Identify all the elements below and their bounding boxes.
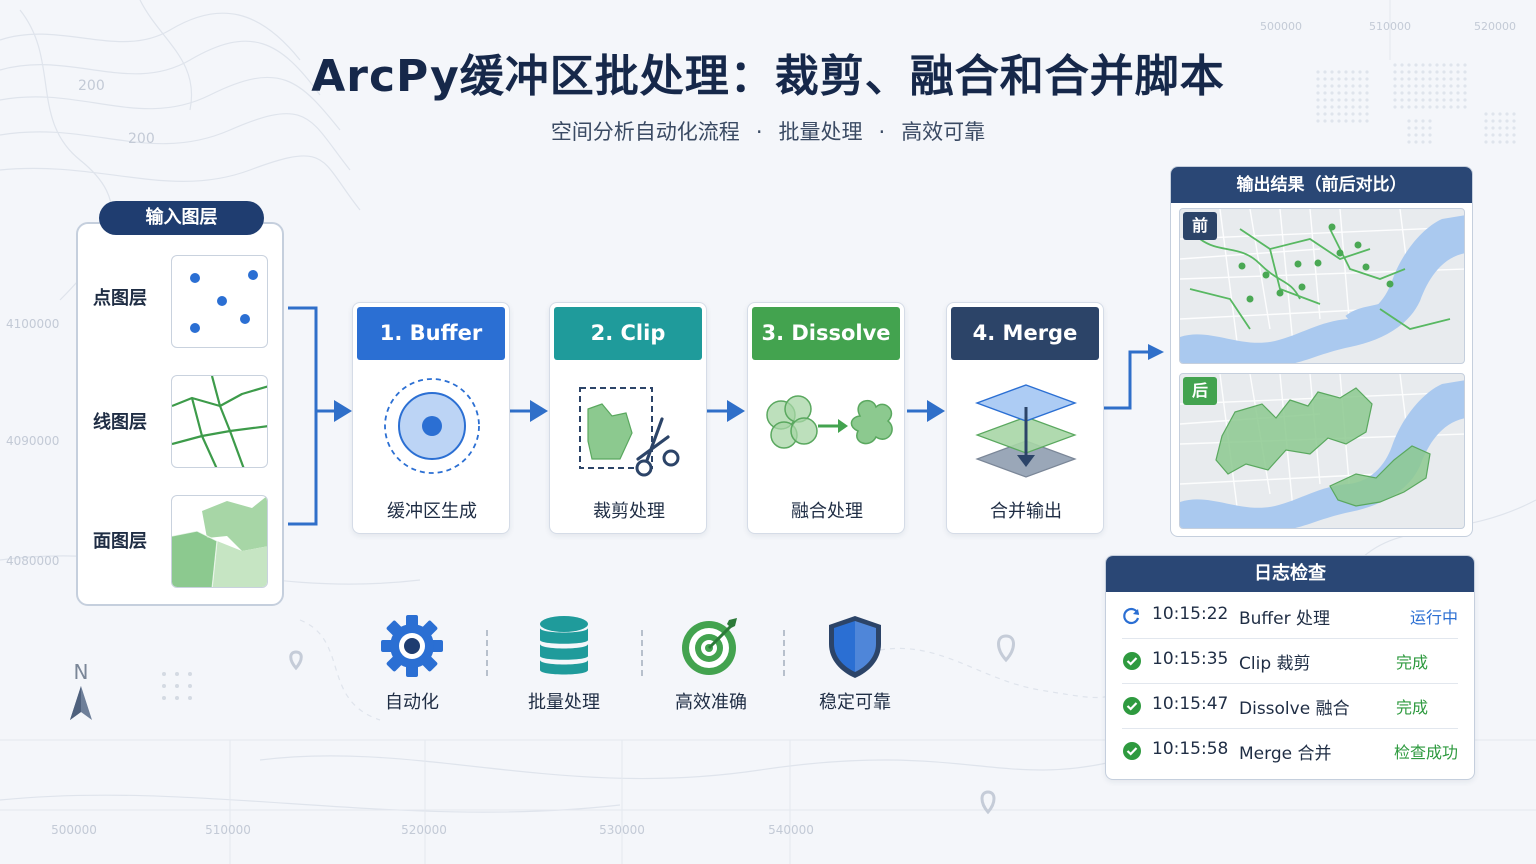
x-coordinate-label: 500000 xyxy=(51,823,97,837)
feature-divider xyxy=(486,630,488,676)
feature-batch: 批量处理 xyxy=(504,612,624,714)
north-arrow: N xyxy=(64,660,98,730)
step-card-dissolve[interactable]: 3. Dissolve 融合处理 xyxy=(747,302,905,534)
log-task: Clip 裁剪 xyxy=(1239,654,1311,674)
step-caption-buffer: 缓冲区生成 xyxy=(387,501,477,522)
log-row[interactable]: 10:15:35 Clip 裁剪 完成 xyxy=(1122,639,1458,684)
feature-label: 自动化 xyxy=(385,692,439,713)
check-circle-icon xyxy=(1123,652,1141,670)
scissors-clip-icon xyxy=(579,387,680,477)
top-coordinate-label: 510000 xyxy=(1369,20,1411,33)
log-status: 运行中 xyxy=(1409,608,1458,627)
x-coordinate-label: 530000 xyxy=(599,823,645,837)
map-before[interactable]: 前 xyxy=(1179,208,1465,364)
before-map-image xyxy=(1180,209,1464,363)
log-time: 10:15:47 xyxy=(1152,694,1229,714)
page-subtitle: 空间分析自动化流程 · 批量处理 · 高效可靠 xyxy=(0,116,1536,146)
line-layer-thumbnail[interactable] xyxy=(171,375,268,468)
line-layer-label: 线图层 xyxy=(93,412,147,433)
contour-label: 200 xyxy=(128,131,155,147)
feature-label: 稳定可靠 xyxy=(819,692,891,713)
log-task: Dissolve 融合 xyxy=(1239,699,1350,719)
shield-icon xyxy=(829,616,881,678)
subtitle-part-1: 空间分析自动化流程 xyxy=(550,120,740,144)
feature-label: 批量处理 xyxy=(528,692,600,713)
subtitle-part-2: 批量处理 xyxy=(778,120,863,144)
point-layer-icon xyxy=(190,270,258,333)
top-coordinate-label: 520000 xyxy=(1474,20,1516,33)
output-results-title: 输出结果（前后对比） xyxy=(1171,167,1472,203)
north-label: N xyxy=(73,660,89,684)
polygon-layer-icon xyxy=(172,496,267,587)
x-coordinate-label: 540000 xyxy=(768,823,814,837)
feature-divider xyxy=(783,630,785,676)
subtitle-separator: · xyxy=(878,120,886,144)
map-after[interactable]: 后 xyxy=(1179,373,1465,529)
y-coordinate-label: 4100000 xyxy=(6,317,59,331)
step-header-buffer: 1. Buffer xyxy=(357,307,505,360)
log-task: Buffer 处理 xyxy=(1239,609,1331,629)
point-layer-label: 点图层 xyxy=(93,288,147,309)
point-layer-thumbnail[interactable] xyxy=(171,255,268,348)
top-coordinate-label: 500000 xyxy=(1260,20,1302,33)
step-caption-clip: 裁剪处理 xyxy=(593,501,665,522)
dissolve-merge-icon xyxy=(766,395,893,449)
step-caption-merge: 合并输出 xyxy=(990,501,1062,522)
target-icon xyxy=(682,618,737,675)
feature-automation: 自动化 xyxy=(352,612,472,714)
line-layer-icon xyxy=(172,376,267,467)
step-header-dissolve: 3. Dissolve xyxy=(752,307,900,360)
log-check-title: 日志检查 xyxy=(1106,556,1474,592)
check-circle-icon xyxy=(1123,742,1141,760)
log-task: Merge 合并 xyxy=(1239,744,1332,764)
log-time: 10:15:35 xyxy=(1152,649,1229,669)
log-time: 10:15:22 xyxy=(1152,604,1229,624)
buffer-circle-icon xyxy=(384,378,480,474)
feature-accuracy: 高效准确 xyxy=(651,612,771,714)
gear-icon xyxy=(381,615,443,677)
log-row[interactable]: 10:15:22 Buffer 处理 运行中 xyxy=(1122,594,1458,639)
layers-stack-icon xyxy=(974,384,1078,478)
x-coordinate-label: 510000 xyxy=(205,823,251,837)
contour-label: 200 xyxy=(78,78,105,94)
subtitle-separator: · xyxy=(755,120,763,144)
step-caption-dissolve: 融合处理 xyxy=(791,501,863,522)
refresh-icon xyxy=(1123,607,1140,625)
step-header-merge: 4. Merge xyxy=(951,307,1099,360)
polygon-layer-label: 面图层 xyxy=(93,531,147,552)
database-icon xyxy=(540,616,588,675)
x-coordinate-label: 520000 xyxy=(401,823,447,837)
y-coordinate-label: 4090000 xyxy=(6,434,59,448)
after-badge: 后 xyxy=(1183,377,1217,405)
check-circle-icon xyxy=(1123,697,1141,715)
polygon-layer-thumbnail[interactable] xyxy=(171,495,268,588)
before-badge: 前 xyxy=(1183,212,1217,240)
log-check-panel: 日志检查 10:15:22 Buffer 处理 运行中 10:15:35 Cli… xyxy=(1105,555,1475,780)
log-status: 检查成功 xyxy=(1393,743,1458,762)
feature-stability: 稳定可靠 xyxy=(795,612,915,714)
subtitle-part-3: 高效可靠 xyxy=(901,120,986,144)
log-status: 完成 xyxy=(1395,653,1428,672)
step-card-clip[interactable]: 2. Clip 裁剪处理 xyxy=(549,302,707,534)
step-card-buffer[interactable]: 1. Buffer 缓冲区生成 xyxy=(352,302,510,534)
feature-divider xyxy=(641,630,643,676)
log-time: 10:15:58 xyxy=(1152,739,1229,759)
page-title: ArcPy缓冲区批处理：裁剪、融合和合并脚本 xyxy=(311,51,1225,102)
step-header-clip: 2. Clip xyxy=(554,307,702,360)
step-card-merge[interactable]: 4. Merge 合并输出 xyxy=(946,302,1104,534)
after-map-image xyxy=(1180,374,1464,528)
input-layers-title: 输入图层 xyxy=(99,201,264,235)
log-row[interactable]: 10:15:58 Merge 合并 检查成功 xyxy=(1122,729,1458,773)
feature-label: 高效准确 xyxy=(675,692,747,713)
north-arrow-icon xyxy=(70,686,92,720)
y-coordinate-label: 4080000 xyxy=(6,554,59,568)
log-status: 完成 xyxy=(1395,698,1428,717)
log-row[interactable]: 10:15:47 Dissolve 融合 完成 xyxy=(1122,684,1458,729)
